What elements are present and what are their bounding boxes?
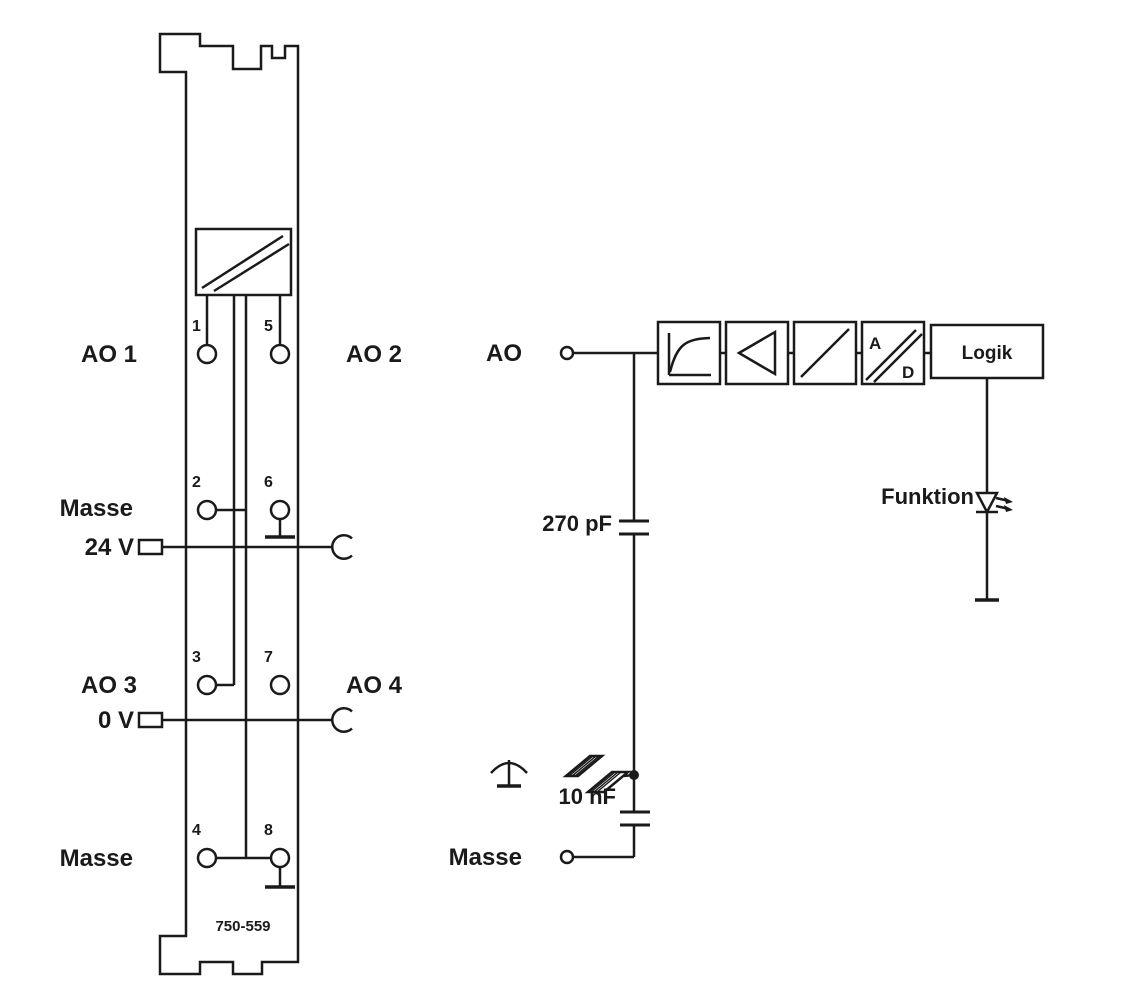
label-masse-bottom: Masse	[60, 845, 133, 872]
power-0v-line	[137, 707, 353, 733]
terminal-8-number: 8	[264, 822, 273, 839]
label-24v: 24 V	[85, 534, 134, 561]
masse-terminal-point	[559, 849, 575, 865]
earth-icon	[490, 760, 528, 788]
terminal-4-contact	[196, 847, 218, 869]
ground-icon-terminal-6	[265, 519, 295, 539]
isolation-block-icon	[792, 320, 858, 386]
socket-connector-icon	[331, 534, 353, 560]
label-10nf: 10 nF	[559, 784, 616, 809]
ad-block-a-label: A	[869, 334, 881, 353]
module-internal-wiring	[205, 295, 282, 860]
terminal-1-number: 1	[192, 318, 201, 335]
label-ao2: AO 2	[346, 341, 402, 368]
terminal-5-contact	[269, 343, 291, 365]
capacitor-branch: 270 pF 10 nF	[542, 353, 650, 857]
ad-block-d-label: D	[902, 363, 914, 382]
terminal-6-contact	[269, 499, 291, 521]
terminal-2-contact	[196, 499, 218, 521]
plug-connector-icon	[137, 538, 164, 556]
ad-converter-block-icon: A D	[860, 320, 926, 386]
filter-block-icon	[656, 320, 722, 386]
terminal-6-number: 6	[264, 474, 273, 491]
label-masse-input: Masse	[449, 844, 522, 871]
funktion-led-branch: Funktion	[881, 378, 1013, 602]
capacitor-270pf-icon	[619, 519, 649, 536]
terminal-3-contact	[196, 674, 218, 696]
label-ao1: AO 1	[81, 341, 137, 368]
ao-terminal-point	[559, 345, 575, 361]
label-masse-top: Masse	[60, 495, 133, 522]
terminal-7-number: 7	[264, 649, 273, 666]
label-funktion: Funktion	[881, 484, 974, 509]
amplifier-block-icon	[724, 320, 790, 386]
ground-icon-terminal-8	[265, 867, 295, 889]
logik-block-label: Logik	[962, 343, 1013, 364]
terminal-8-contact	[269, 847, 291, 869]
label-0v: 0 V	[98, 707, 134, 734]
block-schematic: AO A D	[449, 320, 1045, 871]
label-270pf: 270 pF	[542, 511, 612, 536]
label-ao4: AO 4	[346, 672, 403, 699]
label-ao-input: AO	[486, 340, 522, 367]
power-24v-line	[137, 534, 353, 560]
socket-connector-icon	[331, 707, 353, 733]
led-icon	[974, 491, 1013, 515]
terminal-5-number: 5	[264, 318, 273, 335]
part-number: 750-559	[215, 918, 270, 935]
io-module: 1 5 2 6 3 7 4 8 AO 1 AO 2	[60, 32, 403, 976]
plug-connector-icon	[137, 711, 164, 729]
terminal-2-number: 2	[192, 474, 201, 491]
din-rail-icon	[562, 754, 635, 794]
terminal-3-number: 3	[192, 649, 201, 666]
module-outline	[158, 32, 300, 976]
dac-symbol-icon	[194, 227, 293, 297]
terminal-4-number: 4	[192, 822, 201, 839]
logik-block: Logik	[929, 323, 1045, 380]
label-ao3: AO 3	[81, 672, 137, 699]
terminal-7-contact	[269, 674, 291, 696]
capacitor-10nf-icon	[620, 810, 650, 827]
terminal-1-contact	[196, 343, 218, 365]
